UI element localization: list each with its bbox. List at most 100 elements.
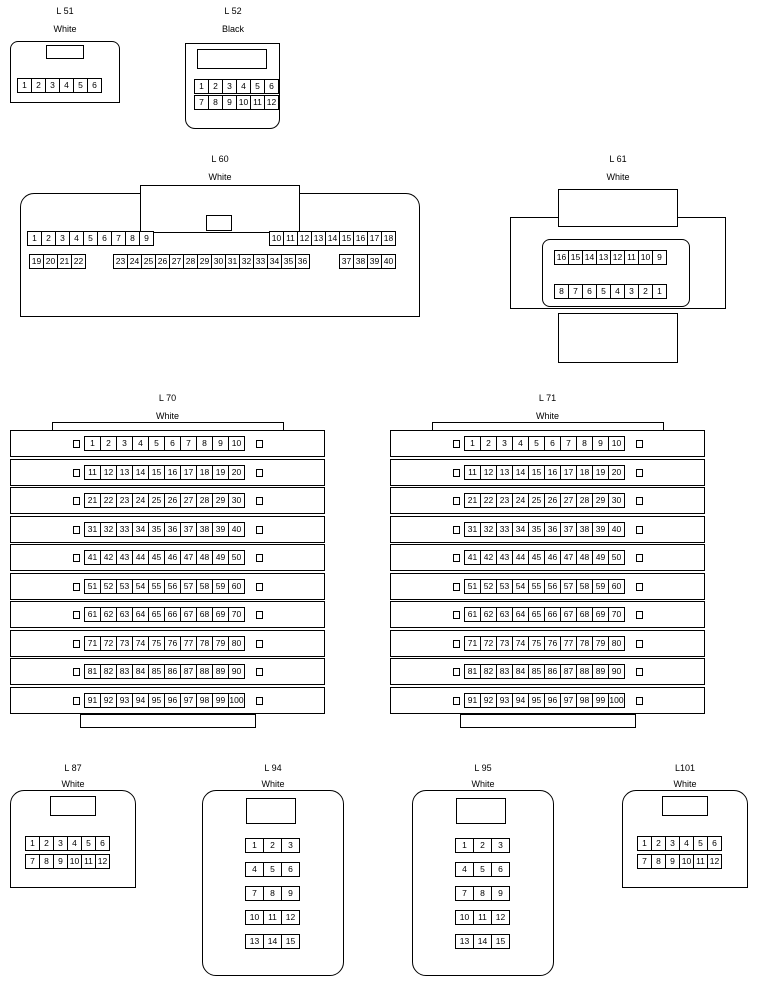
pin: 30 xyxy=(211,254,226,269)
pin: 89 xyxy=(212,664,229,679)
bottom-rail xyxy=(80,714,256,728)
pin: 11 xyxy=(473,910,492,925)
pin: 2 xyxy=(638,284,653,299)
pin: 15 xyxy=(281,934,300,949)
pin: 31 xyxy=(464,521,481,537)
pin: 75 xyxy=(148,635,165,651)
pin: 12 xyxy=(297,231,312,246)
pin: 13 xyxy=(455,934,474,949)
pin: 51 xyxy=(464,578,481,594)
pin: 65 xyxy=(528,607,545,622)
pin: 9 xyxy=(281,886,300,901)
pin: 23 xyxy=(113,254,128,269)
pin: 9 xyxy=(53,854,68,869)
pin: 56 xyxy=(544,578,561,594)
pin: 9 xyxy=(491,886,510,901)
pin: 4 xyxy=(512,436,529,451)
pin: 29 xyxy=(592,493,609,508)
polarity-mark xyxy=(453,639,460,648)
pin: 36 xyxy=(295,254,310,269)
pin: 88 xyxy=(196,664,213,679)
pin: 8 xyxy=(196,436,213,451)
pin: 19 xyxy=(29,254,44,269)
pin: 23 xyxy=(496,493,513,508)
pin: 48 xyxy=(196,550,213,565)
pin: 76 xyxy=(544,635,561,651)
pin: 18 xyxy=(576,464,593,480)
polarity-mark xyxy=(636,611,643,619)
pin: 97 xyxy=(560,692,577,708)
pin: 94 xyxy=(512,692,529,708)
pin: 10 xyxy=(228,436,245,451)
pin: 68 xyxy=(576,607,593,622)
pin: 65 xyxy=(148,607,165,622)
pin: 24 xyxy=(127,254,142,269)
pin: 76 xyxy=(164,635,181,651)
pin: 2 xyxy=(263,838,282,853)
pin: 64 xyxy=(512,607,529,622)
pin: 57 xyxy=(560,578,577,594)
pin: 3 xyxy=(496,436,513,451)
pin: 5 xyxy=(250,79,265,94)
pin: 67 xyxy=(180,607,197,622)
pin: 10 xyxy=(455,910,474,925)
pin: 43 xyxy=(116,550,133,565)
pin: 80 xyxy=(228,635,245,651)
pin: 39 xyxy=(367,254,382,269)
pin: 69 xyxy=(592,607,609,622)
pin: 17 xyxy=(367,231,382,246)
pin: 69 xyxy=(212,607,229,622)
polarity-mark xyxy=(636,554,643,562)
polarity-mark xyxy=(636,668,643,676)
connector-name: L 71 xyxy=(538,393,557,403)
pin: 99 xyxy=(592,692,609,708)
polarity-mark xyxy=(73,554,80,562)
pin: 83 xyxy=(496,664,513,679)
polarity-mark xyxy=(636,468,643,477)
pin: 21 xyxy=(57,254,72,269)
polarity-mark xyxy=(636,440,643,448)
pin: 34 xyxy=(512,521,529,537)
pin: 30 xyxy=(228,493,245,508)
pin: 8 xyxy=(473,886,492,901)
pin: 4 xyxy=(610,284,625,299)
latch xyxy=(246,798,296,824)
pin: 25 xyxy=(528,493,545,508)
pin: 92 xyxy=(480,692,497,708)
pin: 3 xyxy=(281,838,300,853)
pin: 35 xyxy=(528,521,545,537)
pin: 5 xyxy=(596,284,611,299)
pin: 47 xyxy=(180,550,197,565)
pin: 6 xyxy=(97,231,112,246)
polarity-mark xyxy=(453,440,460,448)
pin: 5 xyxy=(473,862,492,877)
pin: 1 xyxy=(27,231,42,246)
pin: 85 xyxy=(148,664,165,679)
pin: 52 xyxy=(480,578,497,594)
latch xyxy=(197,49,267,69)
pin: 10 xyxy=(236,95,251,110)
pin: 13 xyxy=(596,250,611,265)
pin: 44 xyxy=(132,550,149,565)
pin: 40 xyxy=(608,521,625,537)
pin: 12 xyxy=(610,250,625,265)
